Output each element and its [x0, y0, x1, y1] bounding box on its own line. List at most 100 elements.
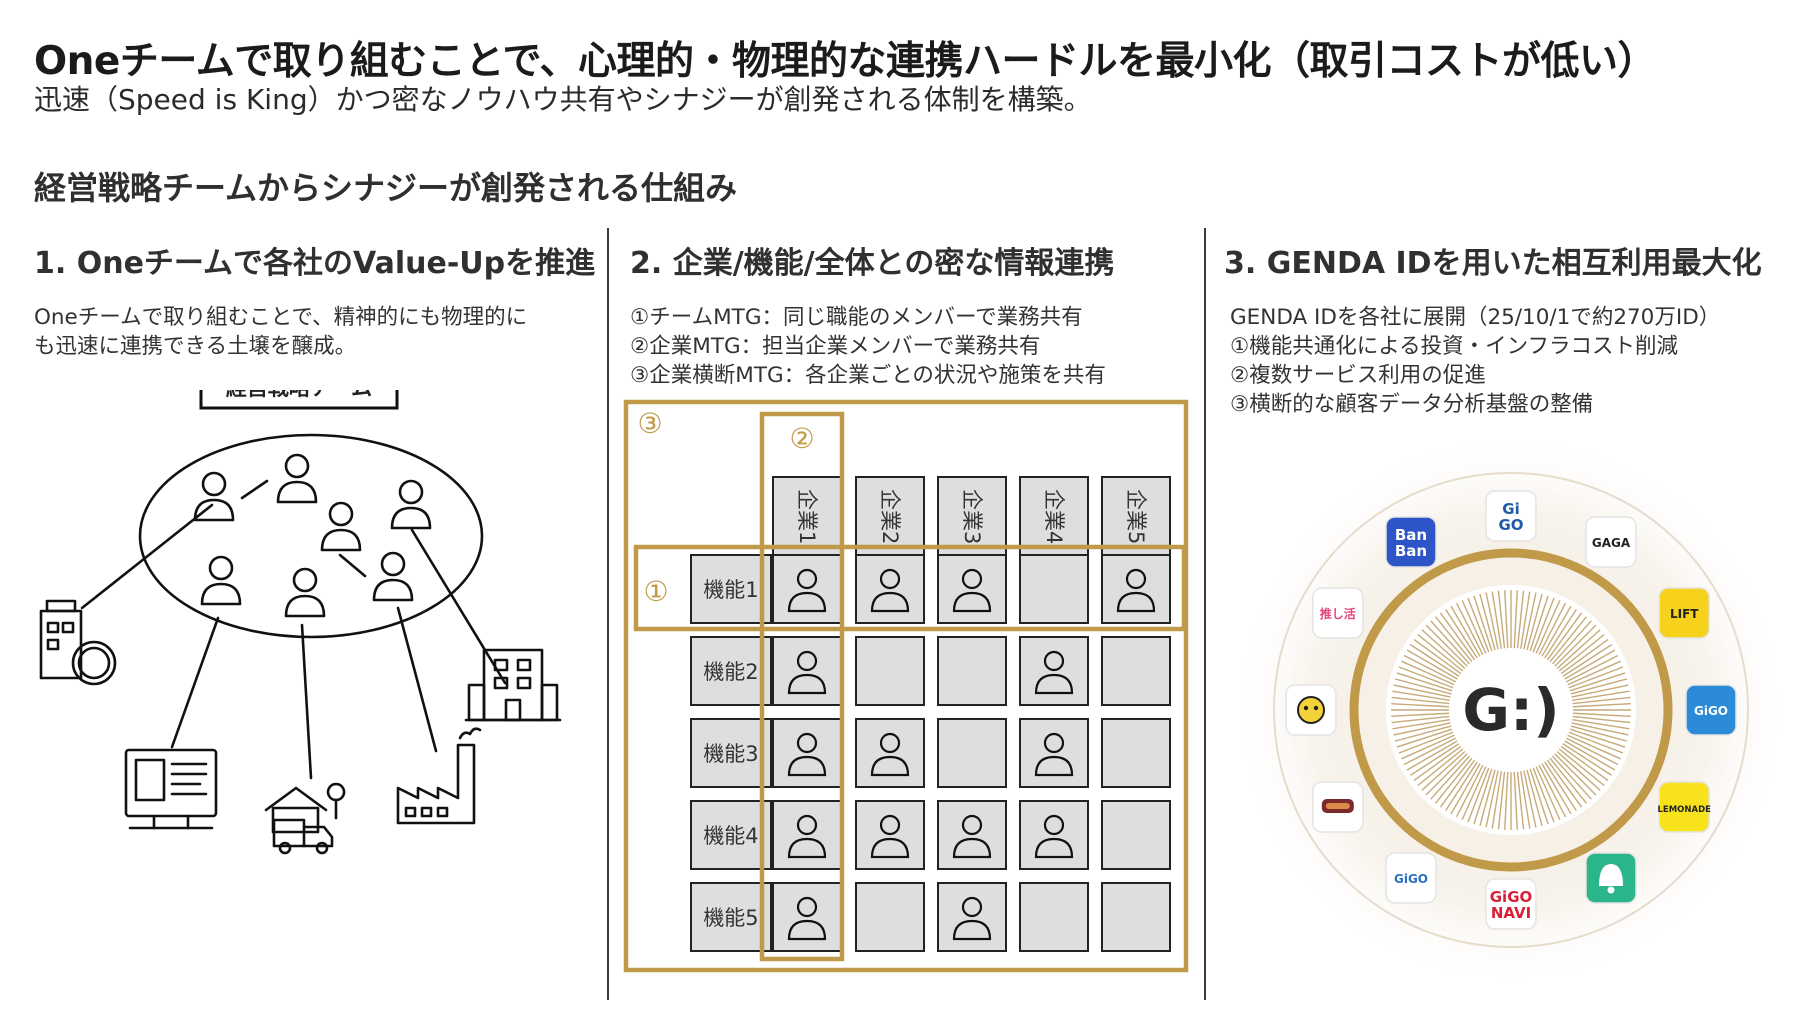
app-label: LEMONADE [1657, 805, 1711, 815]
function-label: 機能3 [703, 742, 758, 766]
matrix-cell [1020, 883, 1088, 951]
company-label: 企業4 [1042, 489, 1066, 544]
matrix-cell [856, 801, 924, 869]
person-icon [392, 481, 430, 528]
matrix-cell [938, 883, 1006, 951]
col2-line: ①チームMTG：同じ職能のメンバーで業務共有 [630, 303, 1190, 332]
gigo-icon: GiGO [1486, 491, 1536, 541]
company-header: 企業3 [938, 477, 1006, 555]
company-label: 企業1 [795, 489, 819, 544]
company-header: 企業4 [1020, 477, 1088, 555]
matrix-cell [856, 719, 924, 787]
function-header: 機能3 [691, 719, 771, 787]
column-divider [1204, 228, 1206, 1000]
function-header: 機能5 [691, 883, 771, 951]
factory-icon [398, 729, 480, 823]
bell-icon [1586, 853, 1636, 903]
lemonade-icon: LEMONADE [1657, 782, 1711, 832]
gaga-icon: GAGA [1586, 517, 1636, 567]
oshikatsu-icon: 推し活 [1313, 588, 1363, 638]
function-label: 機能2 [703, 660, 758, 684]
page-subtitle: 迅速（Speed is King）かつ密なノウハウ共有やシナジーが創発される体制… [34, 78, 1092, 118]
matrix-cell [938, 801, 1006, 869]
matrix-cell [856, 637, 924, 705]
col2-description: ①チームMTG：同じ職能のメンバーで業務共有 ②企業MTG：担当企業メンバーで業… [630, 303, 1190, 390]
function-header: 機能4 [691, 801, 771, 869]
company-header: 企業2 [856, 477, 924, 555]
company-label: 企業5 [1124, 489, 1148, 544]
team-label: 経営戦略チーム [226, 390, 372, 400]
col1-line: Oneチームで取り組むことで、精神的にも物理的に [34, 303, 594, 332]
matrix-cell [773, 883, 841, 951]
app-label: GAGA [1592, 536, 1631, 550]
meeting-marker: ② [789, 422, 814, 455]
matrix-cell [1102, 801, 1170, 869]
col2-line: ③企業横断MTG：各企業ごとの状況や施策を共有 [630, 361, 1190, 390]
col3-description: GENDA IDを各社に展開（25/10/1で約270万ID） ①機能共通化によ… [1230, 303, 1790, 419]
hot-dog-icon [1313, 782, 1363, 832]
matrix-cell [856, 883, 924, 951]
app-label: Ban [1395, 542, 1427, 560]
meeting-marker: ① [643, 575, 668, 608]
col2-heading: 2. 企業/機能/全体との密な情報連携 [630, 238, 1114, 282]
col2-line: ②企業MTG：担当企業メンバーで業務共有 [630, 332, 1190, 361]
app-label: GiGO [1694, 704, 1728, 718]
building-icon [466, 650, 560, 720]
app-label: GiGO [1394, 872, 1428, 886]
genda-logo: G:) [1462, 676, 1559, 744]
function-label: 機能4 [703, 824, 758, 848]
col3-heading: 3. GENDA IDを用いた相互利用最大化 [1224, 238, 1762, 282]
matrix-cell [938, 719, 1006, 787]
matrix-cell [938, 637, 1006, 705]
app-label: LIFT [1670, 607, 1699, 621]
person-icon [374, 553, 412, 600]
matrix-cell [1020, 555, 1088, 623]
matrix-cell [856, 555, 924, 623]
app-label: 推し活 [1320, 606, 1356, 621]
company-header: 企業5 [1102, 477, 1170, 555]
matrix-cell [773, 637, 841, 705]
company-function-matrix: 企業1 企業2 企業3 企業4 企業5 機能1 機能2 機能3 機能4 機能5 ① ② ③ [616, 395, 1196, 980]
matrix-cell [773, 719, 841, 787]
company-label: 企業2 [878, 489, 902, 544]
gigo-app-icon: GiGO [1686, 685, 1736, 735]
person-icon [322, 503, 360, 550]
genda-id-diagram: G:) GiGOGAGALIFTGiGOLEMONADEGiGONAVIGiGO… [1226, 440, 1796, 1000]
delivery-icon [266, 784, 344, 853]
lift-icon: LIFT [1659, 588, 1709, 638]
character-icon [1286, 685, 1336, 735]
function-label: 機能1 [703, 578, 758, 602]
matrix-cell [773, 801, 841, 869]
col1-description: Oneチームで取り組むことで、精神的にも物理的に も迅速に連携できる土壌を醸成。 [34, 303, 594, 361]
matrix-cell [1102, 883, 1170, 951]
team-ellipse [140, 435, 482, 637]
meeting-marker: ③ [637, 407, 662, 440]
col1-line: も迅速に連携できる土壌を醸成。 [34, 332, 594, 361]
section-title: 経営戦略チームからシナジーが創発される仕組み [34, 163, 737, 209]
function-header: 機能1 [691, 555, 771, 623]
col3-line: ②複数サービス利用の促進 [1230, 361, 1790, 390]
function-header: 機能2 [691, 637, 771, 705]
app-label: NAVI [1491, 904, 1531, 922]
person-icon [286, 569, 324, 616]
col3-line: GENDA IDを各社に展開（25/10/1で約270万ID） [1230, 303, 1790, 332]
col3-line: ①機能共通化による投資・インフラコスト削減 [1230, 332, 1790, 361]
matrix-cell [773, 555, 841, 623]
column-divider [607, 228, 609, 1000]
app-label: GO [1498, 516, 1523, 534]
col1-heading: 1. Oneチームで各社のValue-Upを推進 [34, 238, 595, 282]
matrix-cell [1102, 637, 1170, 705]
person-icon [202, 557, 240, 604]
matrix-cell [1102, 555, 1170, 623]
company-label: 企業3 [960, 489, 984, 544]
computer-icon [126, 750, 216, 828]
office-money-icon [41, 601, 115, 684]
matrix-cell [1020, 637, 1088, 705]
company-header: 企業1 [773, 477, 841, 555]
col3-line: ③横断的な顧客データ分析基盤の整備 [1230, 390, 1790, 419]
matrix-cell [938, 555, 1006, 623]
matrix-cell [1102, 719, 1170, 787]
matrix-cell [1020, 719, 1088, 787]
